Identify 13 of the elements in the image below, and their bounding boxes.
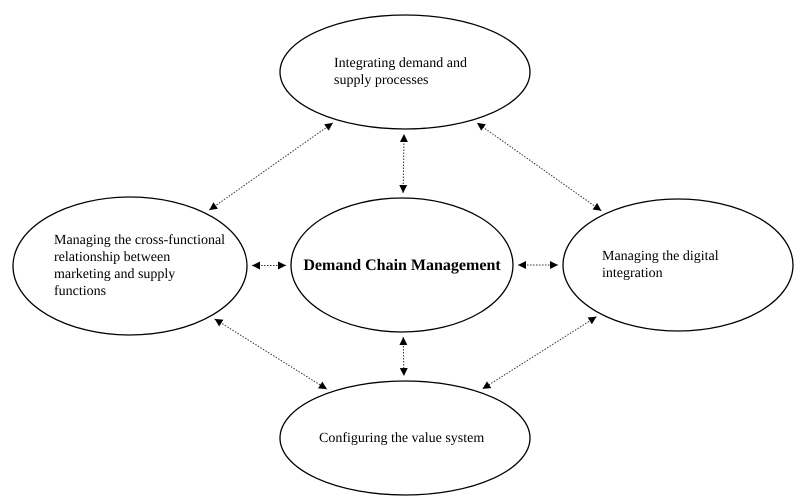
- double-arrow: [252, 261, 286, 270]
- node-label: Integrating demand and supply processes: [334, 55, 468, 89]
- double-arrow: [518, 261, 558, 269]
- double-arrow: [208, 122, 334, 211]
- double-arrow: [214, 318, 328, 390]
- double-arrow: [476, 122, 602, 212]
- double-arrow: [482, 316, 597, 390]
- node-label: Managing the cross-functional relationship between marketing and supply functions: [54, 232, 226, 300]
- node-label: Demand Chain Management: [302, 256, 502, 276]
- node-label: Managing the digital integration: [602, 248, 720, 282]
- double-arrow: [399, 134, 408, 194]
- double-arrow: [399, 336, 408, 376]
- node-label: Configuring the value system: [319, 430, 486, 446]
